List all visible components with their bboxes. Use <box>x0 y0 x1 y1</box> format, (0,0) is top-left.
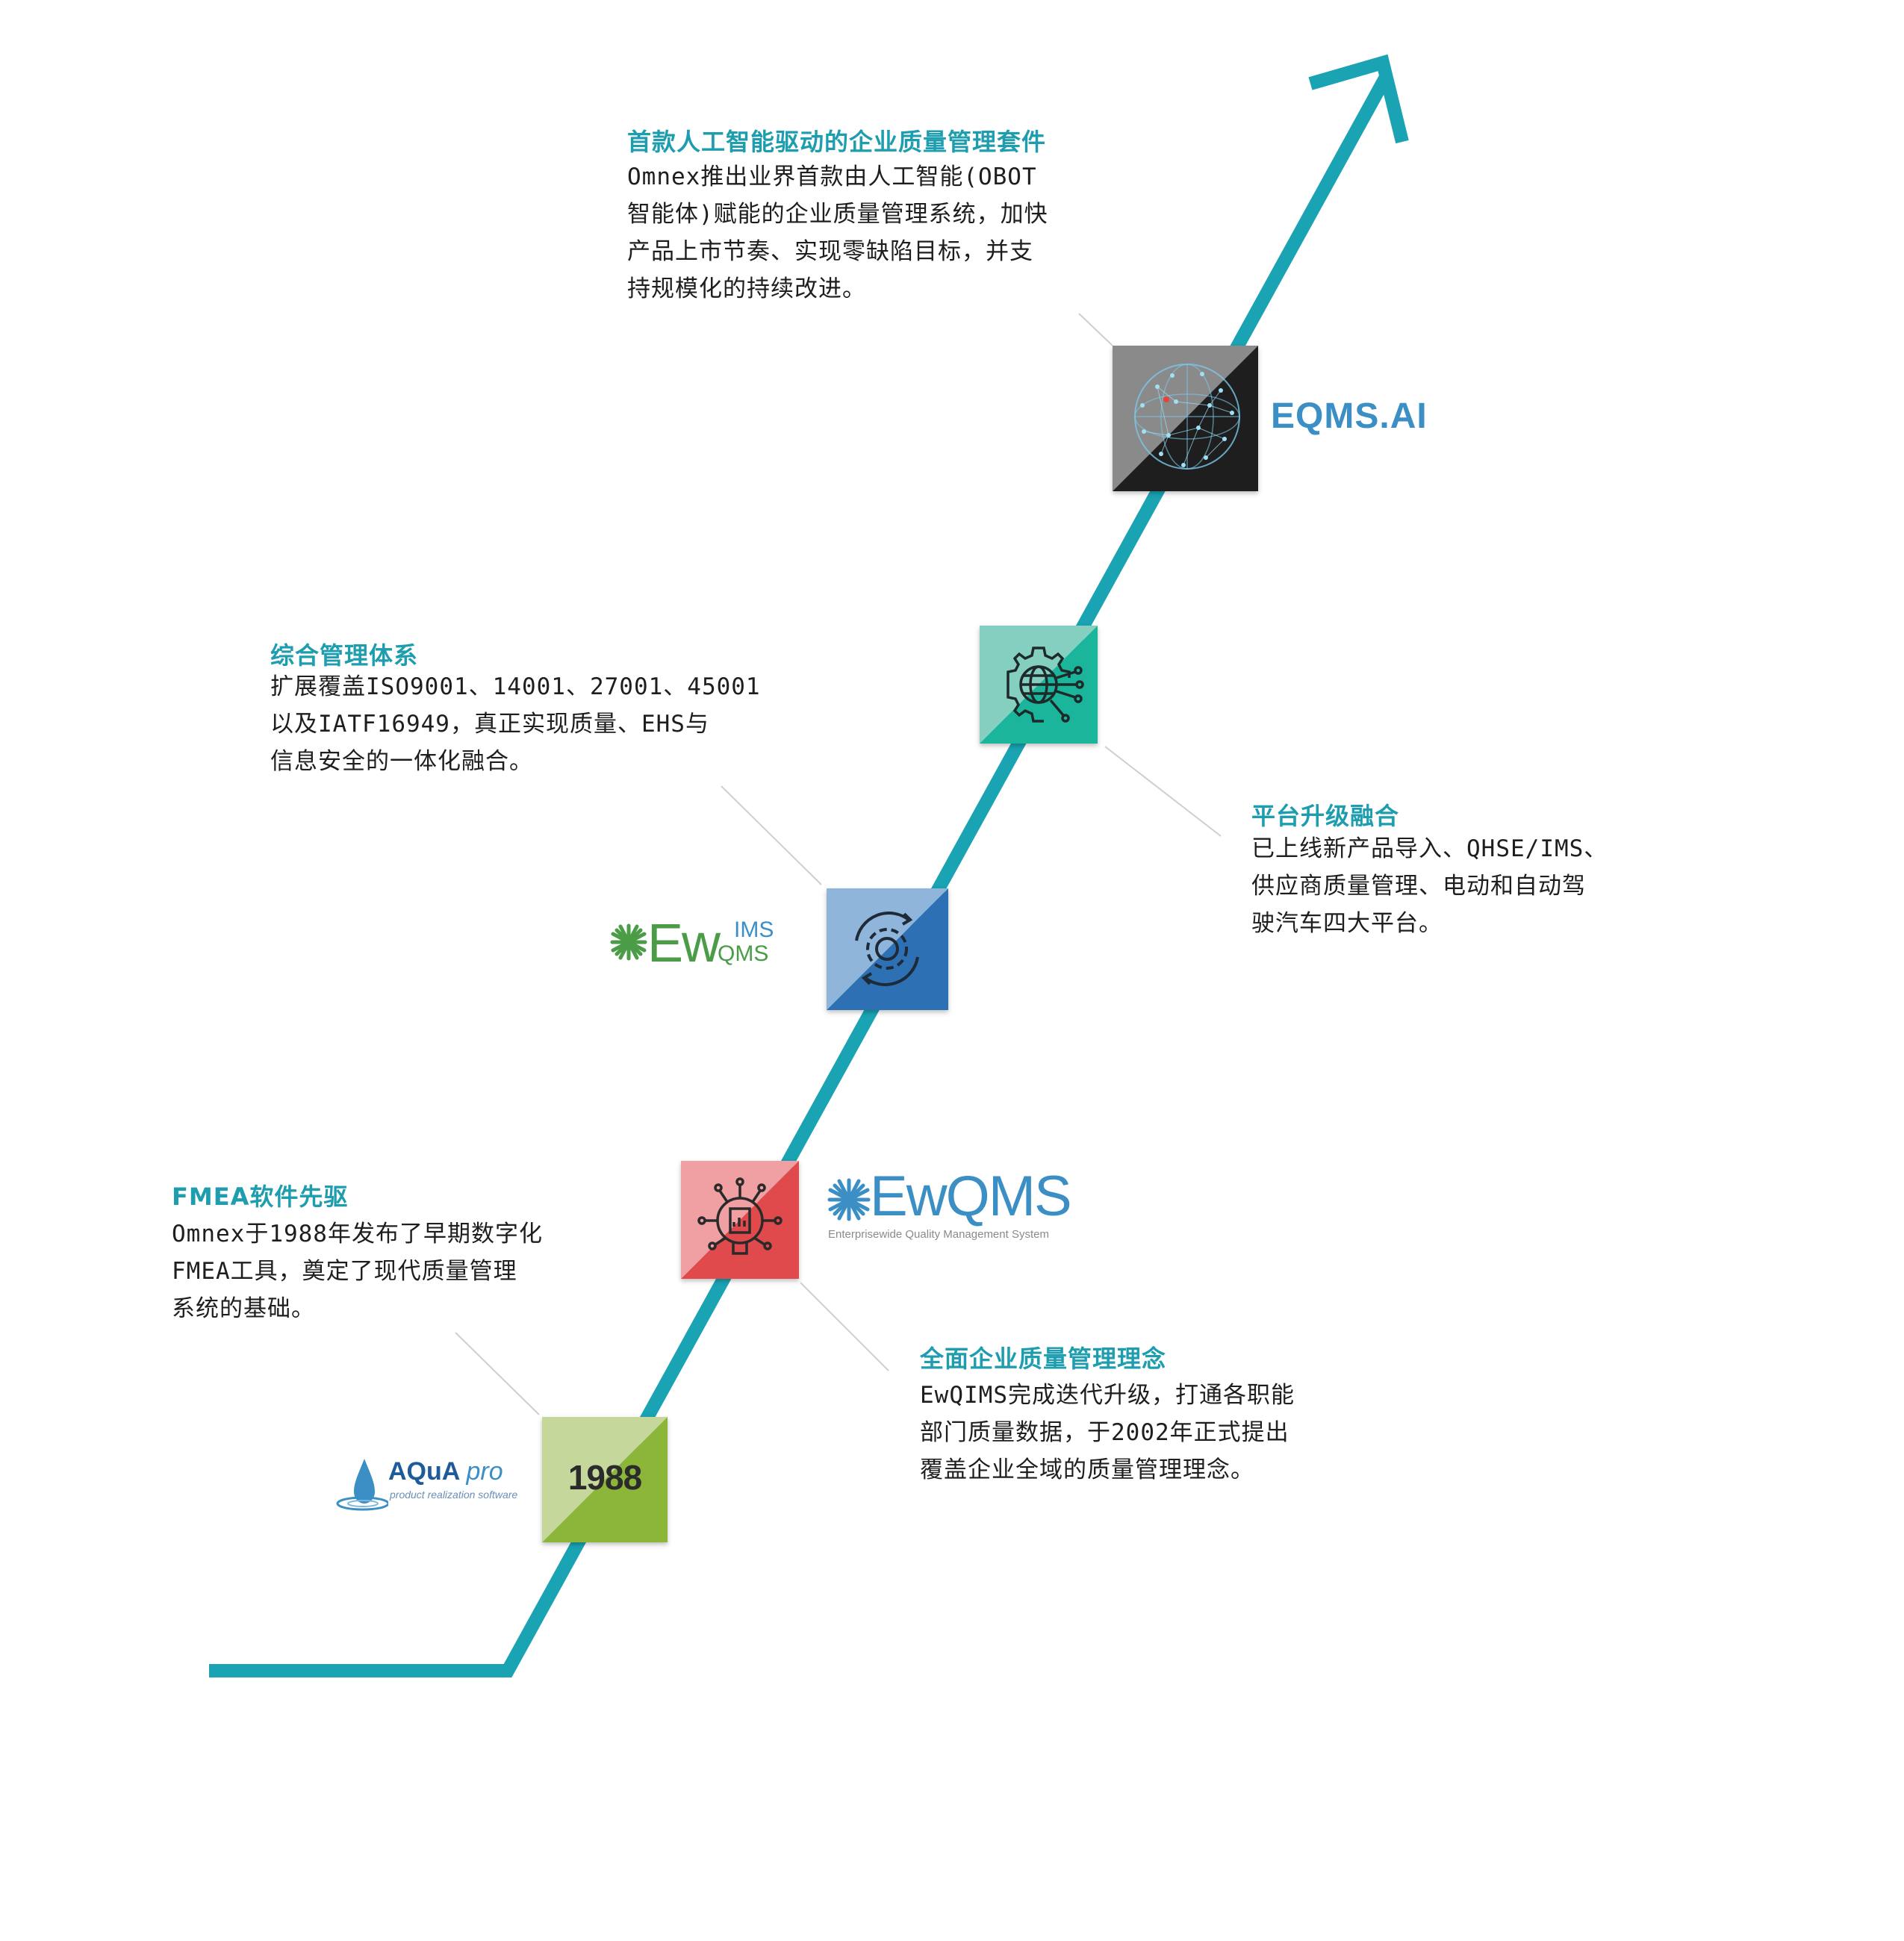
milestone-title: 平台升级融合 <box>1251 802 1400 830</box>
milestone-title: 首款人工智能驱动的企业质量管理套件 <box>627 128 1047 156</box>
milestone-description: EwQIMS完成迭代升级，打通各职能 部门质量数据，于2002年正式提出 覆盖企… <box>920 1377 1295 1489</box>
logo-name-main: AQuA <box>388 1457 460 1486</box>
description-line: EwQIMS完成迭代升级，打通各职能 <box>920 1382 1295 1409</box>
logo-name-suffix: pro <box>466 1457 503 1486</box>
milestone-title: FMEA软件先驱 <box>172 1183 349 1211</box>
milestone-box-red <box>681 1161 799 1279</box>
milestone-box-blue <box>827 888 948 1010</box>
green-snowflake-icon <box>610 923 647 961</box>
description-line: 系统的基础。 <box>172 1295 315 1322</box>
ewims-qms-logo: Ew IMS QMS <box>609 914 788 974</box>
description-line: 持规模化的持续改进。 <box>627 275 866 302</box>
description-line: 智能体)赋能的企业质量管理系统，加快 <box>627 201 1048 228</box>
logo-sub: QMS <box>718 941 769 966</box>
description-line: 以及IATF16949，真正实现质量、EHS与 <box>270 711 709 738</box>
eqms-ai-logo: EQMS.AI <box>1271 396 1428 436</box>
gear-globe-network-icon <box>1007 647 1084 723</box>
description-line: 扩展覆盖ISO9001、14001、27001、45001 <box>270 673 761 700</box>
milestone-box-teal <box>980 626 1098 744</box>
description-line: 产品上市节奏、实现零缺陷目标，并支 <box>627 238 1033 265</box>
description-line: Omnex推出业界首款由人工智能(OBOT <box>627 163 1037 190</box>
logo-name: AQuA pro <box>388 1457 503 1486</box>
logo-tagline: Enterprisewide Quality Management System <box>828 1228 1049 1241</box>
milestone-description: Omnex于1988年发布了早期数字化 FMEA工具，奠定了现代质量管理 系统的… <box>172 1215 543 1327</box>
milestone-description: Omnex推出业界首款由人工智能(OBOT 智能体)赋能的企业质量管理系统，加快… <box>627 158 1048 308</box>
description-line: 已上线新产品导入、QHSE/IMS、 <box>1251 835 1608 862</box>
milestone-description: 扩展覆盖ISO9001、14001、27001、45001 以及IATF1694… <box>270 668 761 780</box>
gear-cycle-icon <box>855 912 919 986</box>
milestone-box-1988: 1988 <box>542 1417 668 1542</box>
year-label: 1988 <box>567 1458 642 1497</box>
milestone-description: 已上线新产品导入、QHSE/IMS、 供应商质量管理、电动和自动驾 驶汽车四大平… <box>1251 830 1608 942</box>
description-line: FMEA工具，奠定了现代质量管理 <box>172 1258 517 1285</box>
snowflake-icon <box>827 1178 871 1221</box>
logo-tagline: product realization software <box>390 1489 518 1501</box>
logo-sup: IMS <box>734 917 774 942</box>
milestone-title: 综合管理体系 <box>270 641 419 670</box>
logo-name: EwQMS <box>870 1165 1072 1228</box>
water-drop-icon <box>336 1459 388 1511</box>
description-line: 信息安全的一体化融合。 <box>270 748 533 775</box>
chip-document-gear-icon <box>697 1177 783 1255</box>
network-globe-image <box>1134 364 1240 470</box>
description-line: 覆盖企业全域的质量管理理念。 <box>920 1456 1254 1483</box>
aqua-pro-logo: AQuA pro product realization software <box>336 1456 523 1512</box>
ewqms-logo: EwQMS Enterprisewide Quality Management … <box>825 1165 1109 1243</box>
logo-name: Ew <box>647 914 721 973</box>
milestone-title: 全面企业质量管理理念 <box>920 1345 1167 1373</box>
description-line: Omnex于1988年发布了早期数字化 <box>172 1221 543 1247</box>
milestone-box-ai <box>1113 346 1258 491</box>
description-line: 供应商质量管理、电动和自动驾 <box>1251 873 1586 900</box>
description-line: 部门质量数据，于2002年正式提出 <box>920 1419 1289 1446</box>
description-line: 驶汽车四大平台。 <box>1251 910 1443 937</box>
